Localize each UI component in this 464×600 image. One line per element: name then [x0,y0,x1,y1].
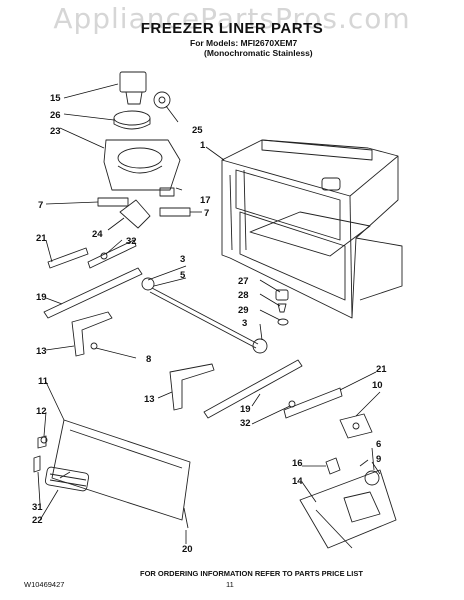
callout-21-right: 21 [376,364,387,375]
drawer-rod [141,277,268,354]
callout-32-top: 32 [126,236,137,247]
callout-13-center: 13 [144,394,155,405]
callout-31: 31 [32,502,43,513]
callout-20: 20 [182,544,193,555]
callout-11: 11 [38,376,49,387]
callout-28: 28 [238,290,249,301]
callout-5: 5 [180,270,186,281]
callout-10: 10 [372,380,383,391]
callout-29: 29 [238,305,249,316]
evaporator-cover [33,419,191,529]
drain-tray-assembly [299,457,397,549]
callout-numbers: 15 26 23 1 25 17 7 7 24 32 21 3 5 27 28 … [32,93,387,555]
callout-22: 22 [32,515,43,526]
callout-7-right: 7 [204,208,209,219]
callout-1: 1 [200,140,206,151]
right-slide-rail [203,359,343,419]
callout-6: 6 [376,439,381,450]
callout-13-left: 13 [36,346,47,357]
callout-15: 15 [50,93,61,104]
models-line: For Models: MFI2670XEM7 [190,38,298,48]
leader-lines [37,83,381,544]
callout-8: 8 [146,354,151,365]
left-slide-rail [43,239,143,319]
freezer-liner-bin [221,139,403,319]
callout-7-left: 7 [38,200,43,211]
callout-19-left: 19 [36,292,47,303]
fan-motor-assembly [97,71,191,229]
finish-line: (Monochromatic Stainless) [204,48,313,58]
roller-parts [275,289,289,326]
callout-23: 23 [50,126,61,137]
callout-32-bottom: 32 [240,418,251,429]
callout-26: 26 [50,110,61,121]
callout-12: 12 [36,406,47,417]
diagram-title: FREEZER LINER PARTS [140,20,324,37]
cover-plate [339,413,373,439]
callout-24: 24 [92,229,103,240]
center-bracket [169,363,215,411]
callout-9: 9 [376,454,381,465]
document-number: W10469427 [24,580,65,589]
callout-25: 25 [192,125,203,136]
ordering-info: FOR ORDERING INFORMATION REFER TO PARTS … [140,569,363,578]
callout-19-right: 19 [240,404,251,415]
callout-17: 17 [200,195,211,206]
watermark: AppliancePartsPros.com [53,2,411,35]
callout-3-top: 3 [180,254,185,265]
callout-27: 27 [238,276,249,287]
callout-21-left: 21 [36,233,47,244]
callout-14: 14 [292,476,303,487]
callout-3-bottom: 3 [242,318,247,329]
screws [40,252,296,444]
callout-16: 16 [292,458,303,469]
left-bracket [71,311,113,357]
page-number: 11 [226,580,234,589]
